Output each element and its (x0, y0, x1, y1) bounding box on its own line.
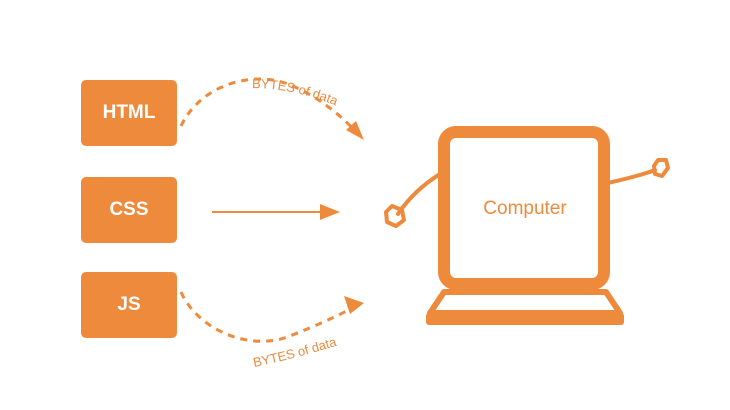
computer-label: Computer (483, 198, 567, 219)
top-arrow-head (346, 121, 364, 140)
middle-arrow-head (320, 204, 340, 220)
computer-base (427, 289, 623, 316)
bottom-arrow-head (344, 296, 364, 314)
computer-left-arm (396, 172, 442, 216)
computer-base-bottom (426, 313, 624, 325)
computer-neck (478, 283, 572, 293)
top-dashed-arrow-line (179, 77, 362, 138)
bottom-dashed-arrow-line (179, 291, 361, 343)
html-file-box: HTML (81, 80, 177, 146)
computer-left-hand (384, 204, 406, 228)
top-bytes-label: BYTES of data (252, 76, 341, 109)
computer-right-hand (652, 158, 670, 178)
bottom-bytes-label: BYTES of data (252, 334, 339, 370)
computer-right-arm (602, 168, 657, 186)
js-file-box: JS (81, 272, 177, 338)
css-file-box: CSS (81, 177, 177, 243)
